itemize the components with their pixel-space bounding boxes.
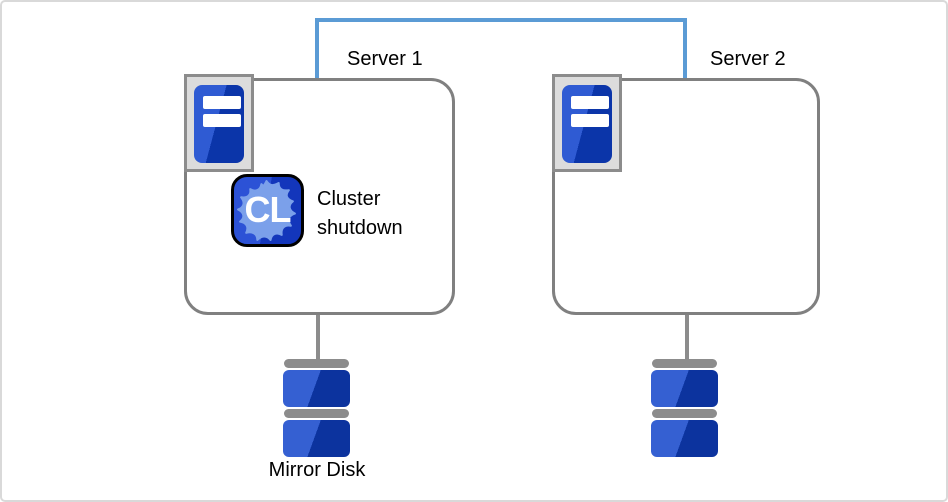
- server1-icon-frame: [184, 74, 254, 172]
- mirror-disk-icon-server2: [651, 359, 718, 457]
- cl-badge-text: CL: [244, 189, 292, 230]
- disk-platter: [283, 420, 350, 457]
- server1-label: Server 1: [347, 48, 423, 70]
- server2-label: Server 2: [710, 48, 786, 70]
- server-drive-bay: [203, 114, 241, 127]
- disk-cap: [652, 359, 717, 368]
- interconnect-link: [315, 18, 687, 80]
- disk-cap: [284, 359, 349, 368]
- disk-cap: [284, 409, 349, 418]
- server1-disk-link: [316, 315, 320, 360]
- server-tower-icon: [194, 85, 244, 163]
- cluster-shutdown-label: Cluster shutdown: [317, 188, 403, 239]
- server-drive-bay: [571, 96, 609, 109]
- disk-platter: [651, 420, 718, 457]
- mirror-disk-icon-server1: [283, 359, 350, 457]
- mirror-disk-label: Mirror Disk: [268, 459, 366, 481]
- server-drive-bay: [571, 114, 609, 127]
- disk-platter: [283, 370, 350, 407]
- server2-disk-link: [685, 315, 689, 360]
- disk-platter: [651, 370, 718, 407]
- disk-cap: [652, 409, 717, 418]
- cl-cluster-app-icon: CL: [231, 174, 304, 247]
- server-tower-icon: [562, 85, 612, 163]
- cl-splat-icon: [237, 180, 296, 241]
- server2-icon-frame: [552, 74, 622, 172]
- server-drive-bay: [203, 96, 241, 109]
